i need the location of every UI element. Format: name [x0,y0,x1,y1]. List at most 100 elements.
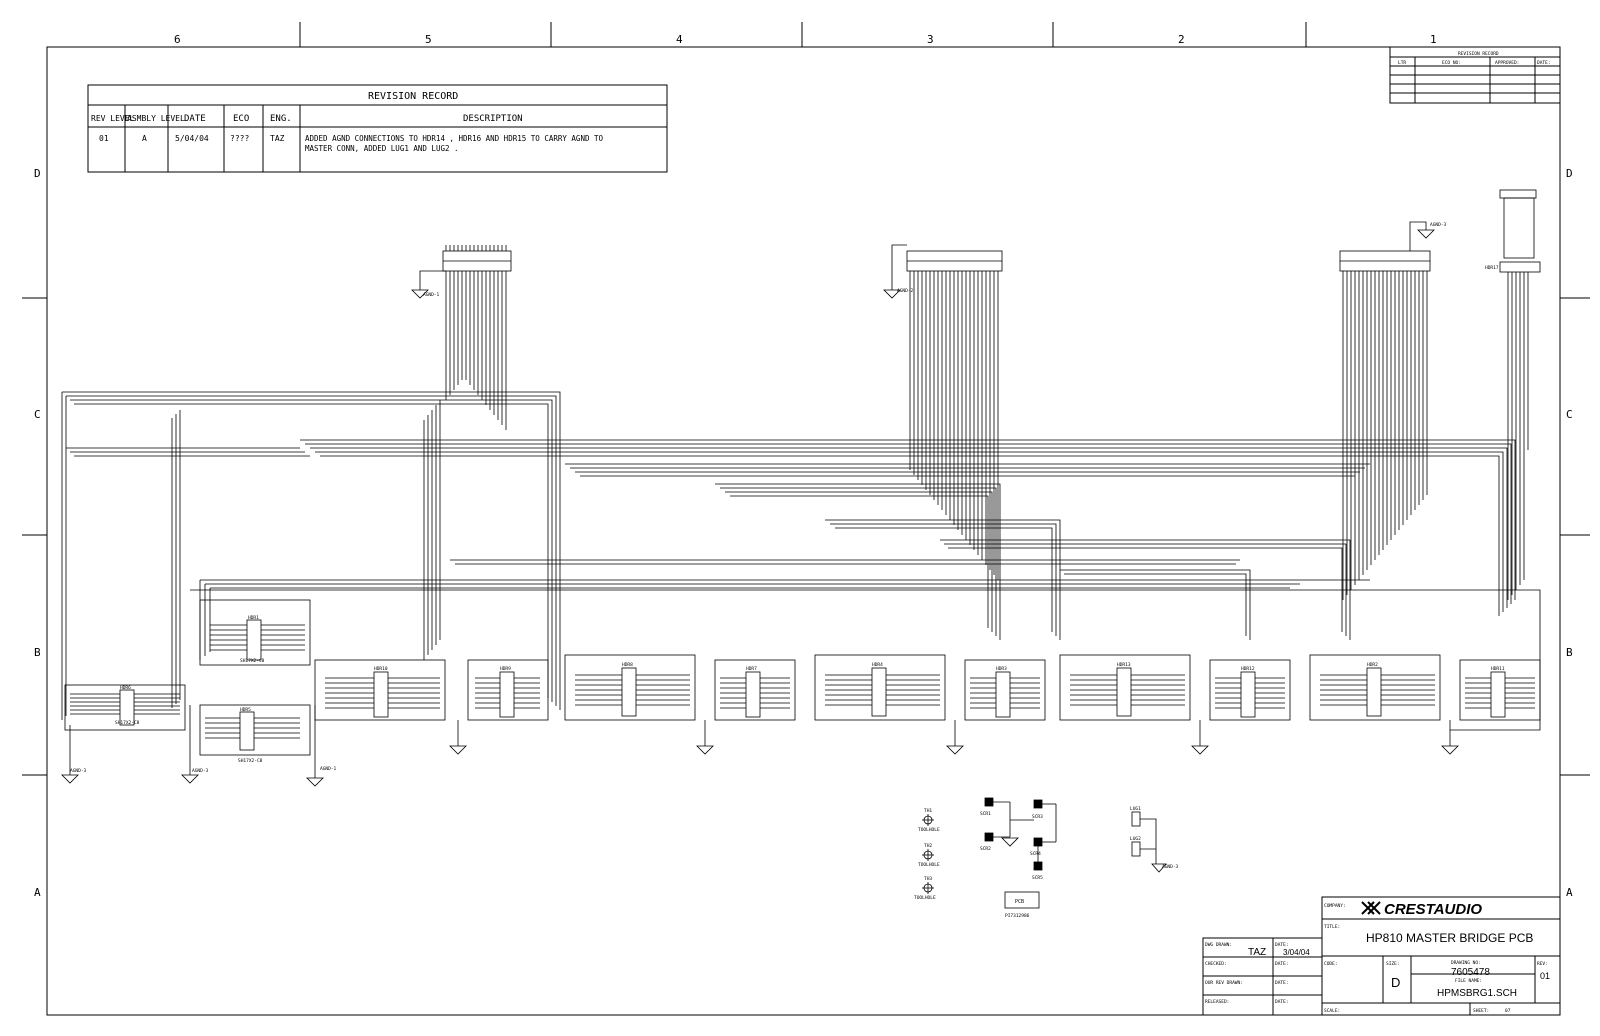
lug1-label: LUG1 [1130,806,1141,812]
date1-label: DATE: [1275,942,1289,948]
header-date: DATE [184,114,206,124]
hdr13-label: HDR13 [1117,662,1131,668]
row-description-line1: ADDED AGND CONNECTIONS TO HDR14 , HDR16 … [305,134,603,143]
zone-col-5: 5 [425,33,432,46]
bus-wires [61,391,1541,731]
scr3-label: SCR3 [1032,814,1043,820]
dwg-drawn-value: TAZ [1248,947,1266,958]
date3-label: DATE: [1275,980,1289,986]
hdr5-conn-label: SH17X2-C8 [238,758,263,764]
th2-tooling-label: TOOLHOLE [918,862,940,868]
size-value: D [1391,975,1400,990]
th3-label: TH3 [924,876,932,882]
zone-row-a-left: A [34,886,41,899]
header-rev-level: REV LEVEL [91,114,135,123]
title-block: COMPANY: CRESTAUDIO TITLE: HP810 MASTER … [1202,896,1561,1016]
block-hdr12 [1191,659,1291,755]
our-rev-label: OUR REV DRAWN: [1205,980,1243,986]
block-hdr1 [199,599,311,666]
zone-row-b-left: B [34,646,41,659]
th1-tooling-label: TOOLHOLE [918,827,940,833]
th2-label: TH2 [924,843,932,849]
block-hdr4 [814,654,946,721]
header-asmbly-level: ASMBLY LEVEL [127,114,185,123]
lugs: LUG1 LUG2 AGND-3 [1130,806,1179,873]
header-eco: ECO [233,114,249,124]
zone-row-d-left: D [34,167,41,180]
connector-hdr14 [411,245,512,430]
small-revision-record: REVISION RECORD LTR ECO NO: APPROVED: DA… [1389,46,1561,104]
drawing-title: HP810 MASTER BRIDGE PCB [1366,931,1533,945]
crest-logo-icon [1361,901,1381,915]
pcb-part-label: PI7312986 [1005,913,1030,919]
hdr4-label: HDR4 [872,662,883,668]
hdr6-conn-label: SH17X2-C8 [115,720,140,726]
block-hdr7 [696,659,796,755]
tooling-holes: TH1 TOOLHOLE TH2 TOOLHOLE TH3 TOOLHOLE [914,808,940,901]
hdr1-conn-label: SH17X2-C8 [240,658,265,664]
zone-row-c-right: C [1566,408,1573,421]
top-connectors [411,189,1541,600]
scale-label: SCALE: [1324,1008,1340,1014]
revision-record-title: REVISION RECORD [368,91,458,102]
lower-connectors [61,599,1541,787]
released-label: RELEASED: [1205,999,1229,1005]
file-name-value: HPMSBRG1.SCH [1437,988,1517,999]
connector-hdr15 [1339,221,1435,600]
small-rev-date: DATE: [1537,60,1551,66]
block-hdr6 [61,684,186,784]
date2-label: DATE: [1275,961,1289,967]
zone-col-2: 2 [1178,33,1185,46]
pcb-part: PCB PI7312986 [1004,891,1040,919]
header-description: DESCRIPTION [463,114,523,124]
lug2-label: LUG2 [1130,836,1141,842]
title-label: TITLE: [1324,924,1340,930]
size-label: SIZE: [1386,961,1400,967]
row-rev-level: 01 [99,134,109,143]
zone-row-d-right: D [1566,167,1573,180]
rev-value: 01 [1540,971,1550,981]
hdr12-label: HDR12 [1241,666,1255,672]
sheet-label: SHEET: [1473,1008,1489,1014]
block-hdr11 [1441,659,1541,755]
agnd2-label-left: AGND-3 [192,768,209,774]
zone-row-b-right: B [1566,646,1573,659]
block-hdr10 [314,659,446,721]
hdr10-label: HDR10 [374,666,388,672]
row-asmbly-level: A [142,134,147,143]
small-rev-approved: APPROVED: [1495,60,1519,66]
scr4-label: SCR4 [1030,851,1041,857]
rev-label: REV: [1537,961,1548,967]
row-eco: ???? [230,134,249,143]
lug-agnd-label: AGND-3 [1162,864,1179,870]
agnd1-label-top: AGND-1 [423,292,440,298]
zone-col-4: 4 [676,33,683,46]
pcb-label: PCB [1015,899,1024,905]
hdr9-label: HDR9 [500,666,511,672]
dwg-drawn-label: DWG DRAWN: [1205,942,1232,948]
code-label: CODE: [1324,961,1338,967]
zone-row-a-right: A [1566,886,1573,899]
row-eng: TAZ [270,134,285,143]
file-name-label: FILE NAME: [1455,978,1482,984]
hdr2-label: HDR2 [1367,662,1378,668]
block-hdr8 [564,654,696,721]
block-hdr9 [449,659,549,755]
hdr3-label: HDR3 [996,666,1007,672]
zone-col-3: 3 [927,33,934,46]
screws: SCR1 SCR2 SCR3 SCR4 SCR5 [980,797,1057,881]
agnd3-label-left: AGND-3 [70,768,87,774]
company-name: CRESTAUDIO [1384,901,1482,918]
agnd1-label-left: AGND-1 [320,766,337,772]
date1-value: 3/04/04 [1283,948,1310,957]
revision-record-table: REVISION RECORD REV LEVEL ASMBLY LEVEL D… [87,84,668,173]
company-label: COMPANY: [1324,903,1346,909]
block-hdr3 [946,659,1046,755]
agnd3-label-top: AGND-3 [1430,222,1447,228]
row-description-line2: MASTER CONN, ADDED LUG1 AND LUG2 . [305,144,459,153]
small-rev-ltr: LTR [1398,60,1406,66]
block-hdr13 [1059,654,1191,721]
hdr1-label-left: HDR1 [248,615,259,621]
scr2-label: SCR2 [980,846,991,852]
small-rev-title: REVISION RECORD [1458,51,1499,57]
